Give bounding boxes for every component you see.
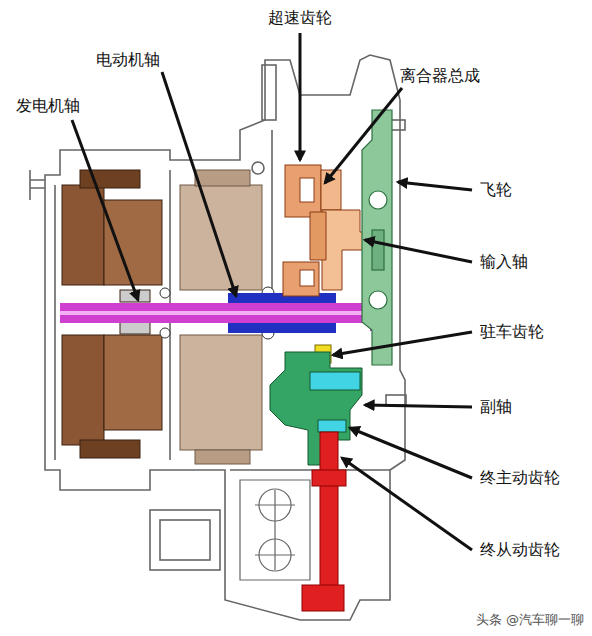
motor-part xyxy=(195,170,250,186)
leader-arrows-part xyxy=(365,240,472,262)
generator-shaft xyxy=(60,295,390,331)
housing-outline-part xyxy=(45,55,405,620)
part-label: 超速齿轮 xyxy=(266,8,334,27)
generator-part xyxy=(62,335,104,445)
differential xyxy=(240,480,310,580)
part-label: 终主动齿轮 xyxy=(478,468,562,487)
final-drive-gear xyxy=(302,432,346,611)
final-drive-gear-part xyxy=(320,432,338,592)
bearings-part xyxy=(160,288,170,298)
housing-outline-part xyxy=(30,170,45,200)
part-label: 发电机轴 xyxy=(14,96,82,115)
generator-shaft-part xyxy=(60,303,390,323)
leader-arrows-part xyxy=(72,120,138,300)
counter-shaft-part xyxy=(270,352,362,465)
flywheel-part xyxy=(369,191,387,209)
housing-outline-part xyxy=(150,510,220,570)
generator-part xyxy=(80,440,140,458)
part-label: 驻车齿轮 xyxy=(478,322,546,341)
final-drive-gear-part xyxy=(312,470,346,486)
counter-shaft-part xyxy=(310,372,360,390)
part-label: 离合器总成 xyxy=(398,66,482,85)
generator-shaft-part xyxy=(60,311,390,315)
part-label: 终从动齿轮 xyxy=(478,540,562,559)
flywheel-part xyxy=(372,230,384,270)
final-drive-gear-part xyxy=(302,585,344,611)
part-label: 电动机轴 xyxy=(94,50,162,69)
overdrive-gear-part xyxy=(300,178,314,202)
leader-arrows-part xyxy=(398,182,472,190)
leader-arrows-part xyxy=(342,458,472,550)
counter-shaft-part xyxy=(318,420,346,432)
leader-arrows xyxy=(72,33,472,550)
generator-part xyxy=(62,185,104,285)
motor-part xyxy=(180,185,262,290)
watermark: 头条 @汽车聊一聊 xyxy=(474,612,586,628)
bearings-part xyxy=(160,328,170,338)
generator-part xyxy=(80,170,140,188)
clutch-assembly-part xyxy=(310,212,326,260)
leader-arrows-part xyxy=(350,428,472,478)
housing-outline-part xyxy=(55,130,390,470)
part-label: 副轴 xyxy=(478,397,514,416)
housing-outline-part xyxy=(252,162,264,174)
housing-outline-part xyxy=(386,395,406,405)
counter-shaft xyxy=(270,352,362,465)
flywheel-part xyxy=(362,110,392,365)
overdrive-gear-part xyxy=(285,165,321,217)
housing-outline-part xyxy=(262,65,276,120)
leader-arrows-part xyxy=(299,33,302,160)
generator-part xyxy=(104,335,162,430)
leader-arrows-part xyxy=(333,332,472,355)
differential-part xyxy=(240,480,310,580)
leader-arrows-part xyxy=(162,72,236,296)
flywheel-part xyxy=(369,291,387,309)
leader-arrows-part xyxy=(325,88,402,183)
motor-part xyxy=(180,335,262,450)
overdrive-gear-part xyxy=(300,270,314,286)
leader-arrows-part xyxy=(365,405,472,407)
overdrive-gear-part xyxy=(283,262,319,296)
flywheel xyxy=(362,110,392,365)
motor-part xyxy=(195,450,250,464)
housing-outline-part xyxy=(160,520,210,560)
generator-part xyxy=(120,322,150,334)
generator-part xyxy=(104,200,162,285)
part-label: 飞轮 xyxy=(478,180,514,199)
housing-outline xyxy=(30,55,406,620)
part-label: 输入轴 xyxy=(478,252,530,271)
